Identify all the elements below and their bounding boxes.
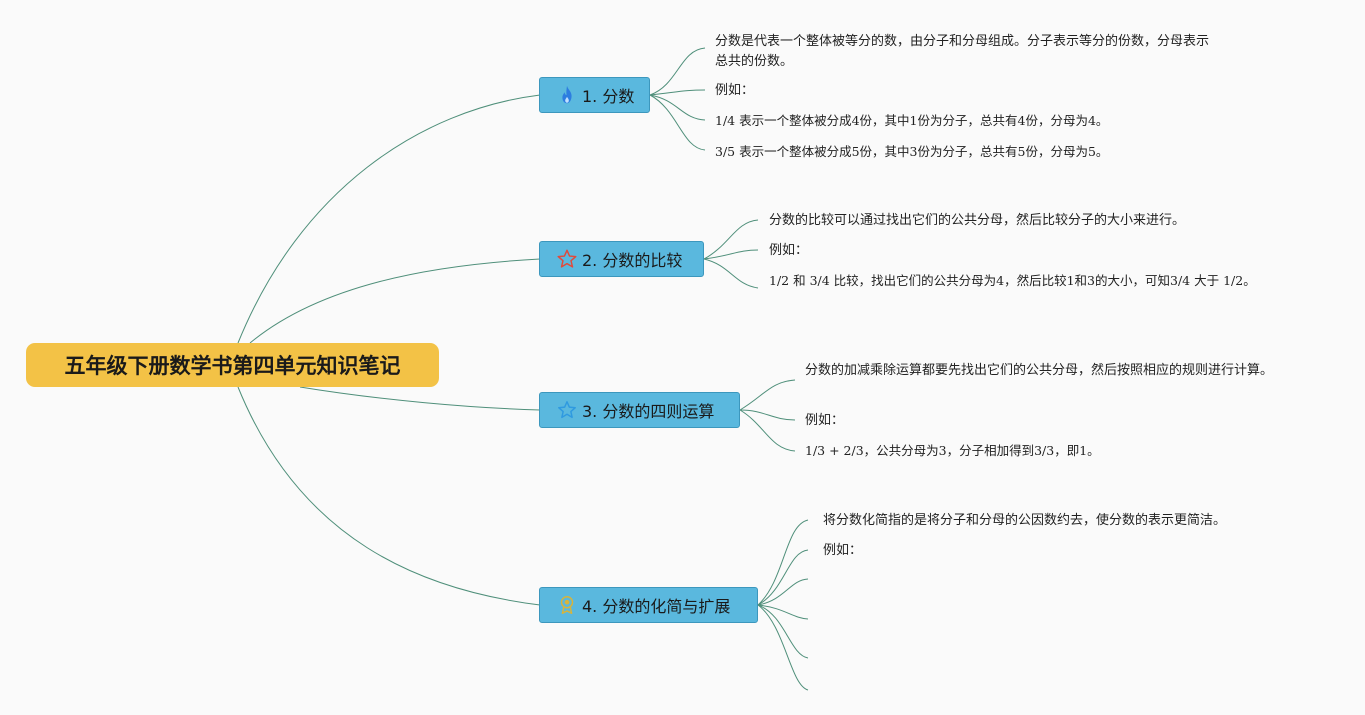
note-comparison-method: 分数的比较可以通过找出它们的公共分母，然后比较分子的大小来进行。	[769, 213, 1186, 228]
branch-label: 4. 分数的化简与扩展	[582, 597, 731, 616]
note-example-1-4: 1/4 表示一个整体被分成4份，其中1份为分子，总共有4份，分母为4。	[715, 113, 1109, 128]
note-comparison-example: 1/2 和 3/4 比较，找出它们的公共分母为4，然后比较1和3的大小，可知3/…	[769, 273, 1256, 288]
edge-root-branch2	[249, 258, 541, 344]
edge-b1-n3	[649, 94, 706, 121]
note-example-label: 例如：	[823, 543, 863, 558]
branch-topic-fractions[interactable]: 1. 分数	[539, 77, 650, 113]
branch-label: 1. 分数	[582, 87, 635, 106]
edge-b3-n3	[739, 409, 796, 452]
branch-topic-simplification[interactable]: 4. 分数的化简与扩展	[539, 587, 758, 623]
note-example-label: 例如：	[715, 83, 755, 98]
edge-b2-n3	[703, 258, 759, 289]
note-operations-method: 分数的加减乘除运算都要先找出它们的公共分母，然后按照相应的规则进行计算。	[805, 363, 1274, 378]
note-example-label: 例如：	[805, 413, 845, 428]
star-outline-blue-icon	[556, 399, 578, 421]
edge-b2-n2	[703, 249, 759, 260]
edge-b1-n1	[649, 47, 706, 96]
edge-root-branch3	[299, 386, 541, 411]
edge-b1-n2	[649, 89, 706, 96]
note-fraction-definition: 分数是代表一个整体被等分的数，由分子和分母组成。分子表示等分的份数，分母表示总共…	[715, 34, 1210, 69]
note-operations-example: 1/3 + 2/3，公共分母为3，分子相加得到3/3，即1。	[805, 443, 1100, 458]
award-badge-icon	[556, 594, 578, 616]
edge-b4-n5	[757, 604, 809, 659]
edge-b4-n2	[757, 549, 809, 606]
edge-root-branch4	[237, 386, 541, 606]
edge-b1-n4	[649, 94, 706, 151]
edge-b4-n1	[757, 519, 809, 606]
root-topic-title: 五年级下册数学书第四单元知识笔记	[64, 354, 401, 378]
edge-b4-n4	[757, 604, 809, 620]
branch-topic-operations[interactable]: 3. 分数的四则运算	[539, 392, 740, 428]
edge-b3-n1	[739, 379, 796, 411]
branch-topic-comparison[interactable]: 2. 分数的比较	[539, 241, 704, 277]
note-example-3-5: 3/5 表示一个整体被分成5份，其中3份为分子，总共有5份，分母为5。	[715, 144, 1109, 159]
branch-label: 2. 分数的比较	[582, 251, 683, 270]
fire-icon	[556, 84, 578, 106]
note-example-label: 例如：	[769, 243, 809, 258]
star-outline-red-icon	[556, 248, 578, 270]
edge-b4-n6	[757, 604, 809, 691]
note-simplification-definition: 将分数化简指的是将分子和分母的公因数约去，使分数的表示更简洁。	[823, 513, 1227, 528]
edge-b3-n2	[739, 409, 796, 421]
edge-b2-n1	[703, 219, 759, 260]
root-topic[interactable]: 五年级下册数学书第四单元知识笔记	[26, 343, 439, 387]
branch-label: 3. 分数的四则运算	[582, 402, 715, 421]
edge-root-branch1	[237, 94, 541, 344]
edge-b4-n3	[757, 578, 809, 606]
